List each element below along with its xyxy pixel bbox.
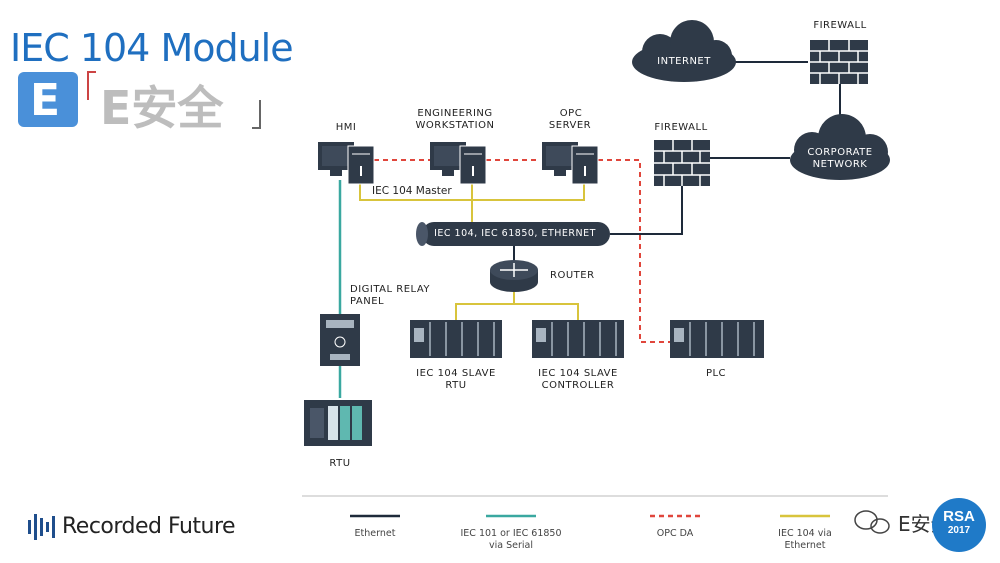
rsa-badge: RSA 2017 [932,498,986,552]
opc-label-2: SERVER [548,120,592,131]
engineering-workstation-icon [430,142,487,185]
legend-opc-label: OPC DA [656,528,694,539]
iec104-router-controller [514,303,579,320]
relay-label-1: DIGITAL RELAY [350,284,431,295]
network-bus-icon [416,222,610,246]
legend-iec104-label-2: Ethernet [784,540,826,551]
opc-server-icon [542,142,599,185]
corporate-label-2: NETWORK [812,159,868,170]
rtu-label: RTU [329,458,351,469]
firewall-top-icon [810,40,868,84]
plc-icon [670,320,764,358]
relay-label-2: PANEL [350,296,385,307]
iec104-master-label: IEC 104 Master [372,185,452,197]
hmi-label: HMI [335,122,357,133]
firewall-mid-label: FIREWALL [654,122,708,133]
router-icon [490,260,538,292]
wechat-icon [854,510,890,534]
firewall-mid-icon [654,140,710,186]
corporate-label-1: CORPORATE [807,147,873,158]
eth-firewall-bus [610,186,683,235]
legend-serial-label-2: via Serial [489,540,533,551]
slide-title: IEC 104 Module [10,26,294,70]
recorded-future-logo-icon [28,514,55,540]
bracket-right-icon [252,100,261,129]
slave-ctrl-label-1: IEC 104 SLAVE [538,368,618,379]
opc-label-1: OPC [559,108,583,119]
slave-ctrl-label-2: CONTROLLER [541,380,615,391]
brand-name: Recorded Future [62,514,236,539]
legend-serial-label-1: IEC 101 or IEC 61850 [460,528,562,539]
slave-controller-icon [532,320,624,358]
internet-label: INTERNET [657,56,711,67]
corporate-cloud-icon [790,114,890,180]
internet-cloud-icon [632,20,736,82]
bus-label: IEC 104, IEC 61850, ETHERNET [434,228,596,239]
watermark-text: E安全 [100,81,224,135]
slave-rtu-label-2: RTU [445,380,467,391]
eng-ws-label-1: ENGINEERING [417,108,493,119]
firewall-top-label: FIREWALL [813,20,867,31]
digital-relay-panel-icon [320,314,360,366]
hmi-computer-icon [318,142,375,185]
slave-rtu-icon [410,320,502,358]
rtu-device-icon [304,400,372,446]
rsa-badge-text: RSA [943,508,975,525]
e-logo-icon: E [18,72,78,127]
plc-label: PLC [705,368,727,379]
router-label: ROUTER [550,270,595,281]
opc-opc-plc [598,159,670,343]
legend-iec104-label-1: IEC 104 via [778,528,832,539]
iec104-router-rtu [455,292,515,320]
legend-ethernet-label: Ethernet [354,528,396,539]
bracket-left-icon [87,71,96,100]
svg-text:E: E [30,75,60,126]
rsa-badge-year: 2017 [947,525,971,536]
slave-rtu-label-1: IEC 104 SLAVE [416,368,496,379]
eng-ws-label-2: WORKSTATION [415,120,495,131]
